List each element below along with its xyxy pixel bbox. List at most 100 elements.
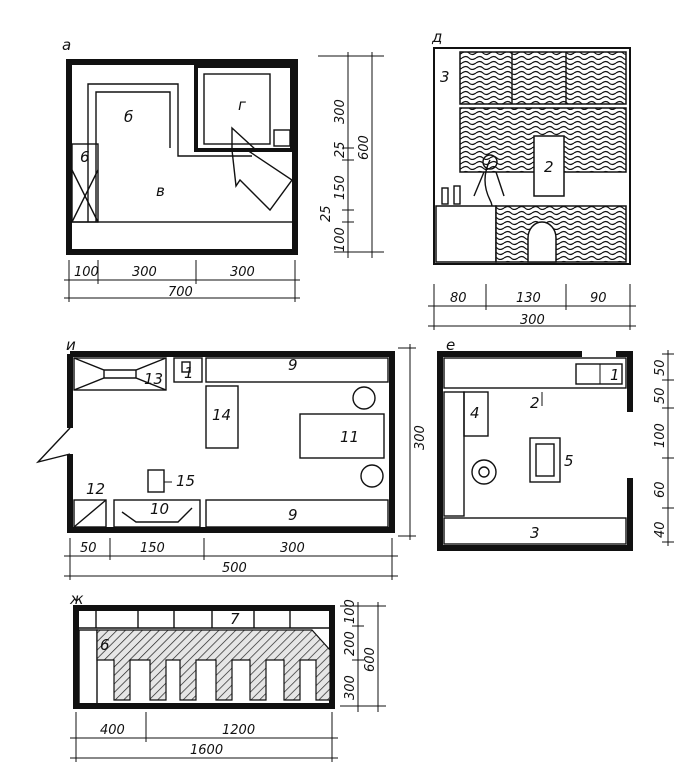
panel-e-dim-100: 100 <box>653 423 668 448</box>
panel-zh-outline <box>73 605 335 709</box>
panel-i-door <box>35 427 71 464</box>
panel-e-counter-left <box>443 391 465 517</box>
panel-e-dim-50a: 50 <box>653 359 668 376</box>
panel-e-label-1: 1 <box>610 366 620 384</box>
panel-i-dim-500: 500 <box>222 561 247 576</box>
panel-d-table <box>435 205 497 263</box>
panel-zh-dims: 400 1200 1600 100 200 300 600 <box>70 599 386 762</box>
panel-zh-dim-1600: 1600 <box>190 743 223 758</box>
panel-i-label-12: 12 <box>86 480 105 498</box>
panel-e: е 1 2 4 5 3 50 50 100 60 40 <box>437 336 674 551</box>
panel-zh-dim-r-300: 300 <box>343 675 358 700</box>
panel-a-cabinet-label: 6 <box>80 148 90 166</box>
panel-i-bath-10 <box>113 499 201 528</box>
panel-a-dim-r-25b: 25 <box>319 205 334 222</box>
panel-a-dims-right: 300 25 150 25 100 600 <box>318 52 384 258</box>
panel-d-wall-cabinets <box>459 51 627 105</box>
panel-zh-hatched-counter <box>96 629 331 701</box>
panel-e-label-2: 2 <box>530 394 540 412</box>
panel-a-dim-700: 700 <box>168 285 193 300</box>
panel-i-cabinets-top <box>205 357 389 383</box>
panel-zh-label-7: 7 <box>230 610 240 628</box>
panel-i-stove <box>73 357 167 391</box>
panel-e-dim-60: 60 <box>653 481 668 498</box>
panel-a-dim-100: 100 <box>74 265 99 280</box>
panel-i-dims: 50 150 300 500 300 <box>64 344 428 580</box>
panel-zh-cabinet-row <box>79 610 329 629</box>
panel-i-label-1: 1 <box>184 364 194 382</box>
panel-zh: ж 7 6 400 1200 1600 100 200 300 600 <box>69 590 386 762</box>
panel-zh-dim-r-600: 600 <box>363 647 378 672</box>
panel-a-dim-r-600: 600 <box>357 135 372 160</box>
panel-d: д 3 2 80 130 90 300 <box>428 28 636 330</box>
panel-a-dim-r-150: 150 <box>333 175 348 200</box>
panel-zh-dim-r-100: 100 <box>343 599 358 624</box>
panel-e-dims: 50 50 100 60 40 <box>653 350 674 546</box>
panel-e-label-3: 3 <box>530 524 540 542</box>
panel-i-table-14 <box>205 385 239 449</box>
panel-e-label-5: 5 <box>564 452 574 470</box>
panel-i-dim-r-300: 300 <box>413 425 428 450</box>
panel-a-dim-300a: 300 <box>132 265 157 280</box>
panel-i-label-10: 10 <box>150 500 169 518</box>
panel-i-label-13: 13 <box>144 370 163 388</box>
panel-i-dim-300: 300 <box>280 541 305 556</box>
panel-d-fridge <box>533 135 565 197</box>
panel-e-dim-50b: 50 <box>653 387 668 404</box>
panel-zh-dim-400: 400 <box>100 723 125 738</box>
panel-zh-label-6: 6 <box>100 636 110 654</box>
panel-e-outline <box>437 351 633 551</box>
panel-a-room-b: б <box>124 108 133 126</box>
panel-a-worktop <box>87 83 252 222</box>
panel-d-dims: 80 130 90 300 <box>428 284 636 330</box>
panel-d-dim-300: 300 <box>520 313 545 328</box>
panel-a-room-g <box>194 64 294 152</box>
panel-i-table-11 <box>299 413 385 459</box>
panel-zh-dim-1200: 1200 <box>222 723 255 738</box>
panel-d-label-2: 2 <box>544 158 554 176</box>
panel-a-door-arrow <box>231 126 293 212</box>
panel-e-person <box>471 459 497 485</box>
panel-d-label-3: 3 <box>440 68 450 86</box>
panel-e-label-4: 4 <box>470 404 480 422</box>
panel-d-oven <box>527 221 557 263</box>
panel-a-dim-r-100: 100 <box>333 227 348 252</box>
panel-i-stool-15 <box>147 469 165 493</box>
panel-a-tag: а <box>62 36 71 54</box>
panel-a: а б в г 6 100 300 300 700 <box>62 36 384 302</box>
panel-i-label-9b: 9 <box>288 506 298 524</box>
panel-a-dims-bottom: 100 300 300 700 <box>64 260 300 302</box>
panel-zh-tag: ж <box>69 590 84 608</box>
panel-a-dim-r-25a: 25 <box>333 141 348 158</box>
panel-a-room-v: в <box>156 182 165 200</box>
panel-a-dim-r-300: 300 <box>333 99 348 124</box>
panel-i-sink <box>173 357 203 383</box>
panel-i: и 13 1 9 14 11 12 15 10 9 <box>35 336 428 580</box>
panel-i-dim-50: 50 <box>80 541 97 556</box>
panel-i-label-14: 14 <box>212 406 231 424</box>
panel-a-cabinet <box>71 143 99 223</box>
panel-d-dim-130: 130 <box>516 291 541 306</box>
panel-d-dim-80: 80 <box>450 291 467 306</box>
panel-e-sink <box>575 363 623 385</box>
panel-i-outline <box>67 351 395 533</box>
panel-i-label-15: 15 <box>176 472 195 490</box>
panel-e-tag: е <box>446 336 455 354</box>
panel-a-bench <box>69 221 295 252</box>
panel-e-counter-top <box>443 357 627 389</box>
panel-i-label-11: 11 <box>340 428 359 446</box>
panel-e-counter-bottom <box>443 517 627 545</box>
panel-zh-dim-r-200: 200 <box>343 631 358 656</box>
panel-a-room-g-label: г <box>238 96 246 114</box>
panel-i-label-9a: 9 <box>288 356 298 374</box>
panel-d-dim-90: 90 <box>590 291 607 306</box>
panel-i-tag: и <box>66 336 76 354</box>
panel-d-base-cabinets <box>495 205 627 263</box>
panel-a-outline <box>66 59 298 255</box>
panel-a-dim-300b: 300 <box>230 265 255 280</box>
panel-e-table-5 <box>529 437 561 483</box>
panel-i-cabinets-bottom <box>205 499 389 528</box>
panel-i-box-12 <box>73 499 107 528</box>
panel-e-dim-40: 40 <box>653 521 668 538</box>
